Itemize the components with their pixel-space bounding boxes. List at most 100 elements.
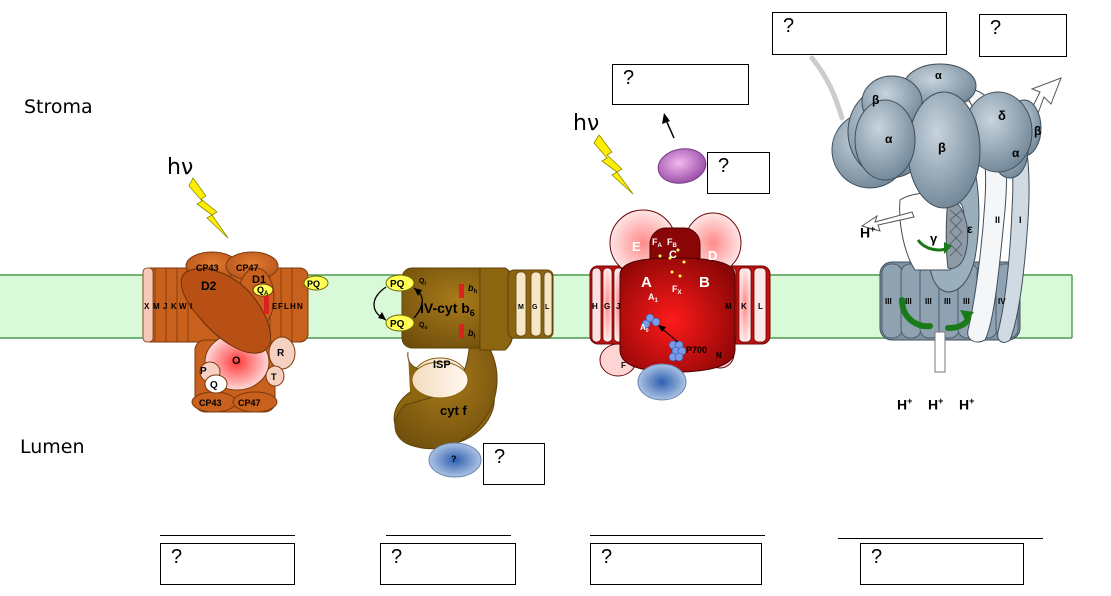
atp-alpha-right: α bbox=[1012, 146, 1020, 160]
question-box-complex-1[interactable]: ? bbox=[160, 543, 295, 585]
svg-text:I: I bbox=[190, 302, 192, 311]
psii-cp43-bottom-label: CP43 bbox=[199, 398, 222, 408]
psii-left-helix-labels: X M J K W I bbox=[144, 302, 192, 311]
atp-beta-left: β bbox=[872, 93, 879, 107]
light-label-psii: hν bbox=[167, 155, 194, 180]
svg-text:III: III bbox=[905, 297, 912, 306]
svg-text:X: X bbox=[144, 302, 150, 311]
psii-p-label: P bbox=[200, 366, 207, 377]
psi-l-label: L bbox=[758, 302, 763, 311]
psi-h-label: H bbox=[592, 302, 598, 311]
divider-line-1 bbox=[160, 535, 295, 536]
divider-line-4 bbox=[838, 538, 1043, 539]
atp-gamma: γ bbox=[930, 231, 938, 246]
proton-label-lumen-2: H+ bbox=[928, 396, 944, 413]
svg-text:IV: IV bbox=[998, 297, 1006, 306]
svg-text:E: E bbox=[272, 302, 278, 311]
psi-a1-label: A1 bbox=[648, 292, 659, 304]
divider-line-3 bbox=[590, 535, 765, 536]
psi-a0-label: A0 bbox=[640, 323, 649, 334]
psi-m-label: M bbox=[725, 302, 732, 311]
cyt-main-label: IV-cyt b6 bbox=[420, 300, 475, 318]
atp-alpha-left: α bbox=[885, 132, 893, 146]
plastocyanin-label: ? bbox=[451, 454, 457, 464]
psi-j-label: J bbox=[616, 302, 620, 311]
ferredoxin-arrow bbox=[665, 119, 675, 139]
question-box-nadp-product[interactable]: ? bbox=[612, 64, 749, 105]
psi-left-helix-band bbox=[589, 265, 626, 345]
psi-k-label: K bbox=[741, 302, 747, 311]
light-label-psi: hν bbox=[573, 111, 600, 136]
psi-d-label: D bbox=[708, 248, 717, 263]
svg-text:J: J bbox=[163, 302, 167, 311]
psii-right-helix-labels: E F L H N bbox=[272, 302, 303, 311]
question-box-product[interactable]: ? bbox=[979, 14, 1067, 57]
psii-t-label: T bbox=[271, 372, 277, 382]
svg-text:III: III bbox=[944, 297, 951, 306]
svg-text:W: W bbox=[179, 302, 187, 311]
question-box-ferredoxin[interactable]: ? bbox=[707, 152, 770, 194]
svg-text:F: F bbox=[278, 302, 283, 311]
psii-cp47-top-label: CP47 bbox=[236, 263, 259, 273]
svg-text:L: L bbox=[284, 302, 289, 311]
psi-f-label: F bbox=[621, 361, 626, 370]
question-box-substrate[interactable]: ? bbox=[772, 12, 947, 55]
cyt-qi-label: Qi bbox=[419, 278, 426, 287]
question-box-plastocyanin[interactable]: ? bbox=[483, 443, 545, 485]
psi-fb-label: FB bbox=[667, 237, 678, 249]
light-bolt-psi bbox=[593, 134, 634, 195]
cyt-bh-label: bh bbox=[468, 283, 478, 295]
psii-cp43-top-label: CP43 bbox=[196, 263, 219, 273]
proton-label-lumen-3: H+ bbox=[959, 396, 975, 413]
psii-o-label: O bbox=[232, 355, 241, 367]
cyt-pq-bottom-label: PQ bbox=[390, 319, 405, 330]
cyt-helix-band bbox=[507, 269, 554, 339]
cyt-g-label: G bbox=[532, 304, 538, 311]
atp-delta: δ bbox=[998, 108, 1006, 123]
question-box-complex-2[interactable]: ? bbox=[380, 543, 516, 585]
psii-d1-label: D1 bbox=[252, 274, 266, 286]
psii-q-label: Q bbox=[210, 380, 218, 391]
atp-alpha-top: α bbox=[935, 70, 942, 82]
svg-text:N: N bbox=[297, 302, 303, 311]
atp-c-ring-labels: III III III III III IV bbox=[885, 297, 1006, 306]
svg-text:III: III bbox=[925, 297, 932, 306]
atp-synthase-complex: α β α β δ α β γ ε II I III III III III I… bbox=[809, 55, 1062, 373]
svg-text:K: K bbox=[171, 302, 177, 311]
proton-label-f1: H+ bbox=[860, 224, 876, 241]
psi-p700-label: P700 bbox=[686, 345, 707, 355]
atp-b-subunit-i: I bbox=[1019, 215, 1022, 225]
cyt-f-label: cyt f bbox=[440, 403, 467, 418]
psii-cp47-bottom-label: CP47 bbox=[238, 398, 261, 408]
psi-fx-label: FX bbox=[672, 284, 682, 296]
atp-epsilon: ε bbox=[967, 222, 973, 236]
cyt-m-label: M bbox=[518, 304, 524, 311]
light-bolt-psii bbox=[188, 177, 229, 239]
ferredoxin-shape bbox=[657, 148, 707, 184]
psi-b-label: B bbox=[699, 274, 710, 291]
psii-d2-label: D2 bbox=[201, 279, 217, 293]
psi-n-label: N bbox=[716, 351, 722, 360]
psii-r-label: R bbox=[277, 348, 285, 359]
svg-text:III: III bbox=[963, 297, 970, 306]
svg-text:M: M bbox=[153, 302, 160, 311]
question-box-complex-3[interactable]: ? bbox=[590, 543, 762, 585]
photosystem-ii-complex: CP43 CP47 D1 D2 QA X M J K W I E F L H N… bbox=[142, 251, 329, 413]
divider-line-2 bbox=[386, 535, 511, 536]
cyt-pq-top-label: PQ bbox=[390, 279, 405, 290]
psi-g-label: G bbox=[604, 302, 610, 311]
proton-label-lumen-1: H+ bbox=[897, 396, 913, 413]
svg-text:H: H bbox=[290, 302, 296, 311]
atp-beta-right: β bbox=[1034, 124, 1041, 138]
photosystem-i-complex: E D C FA FB A B A1 A0 FX P700 H G J M K … bbox=[589, 113, 771, 401]
cytochrome-b6f-complex: PQ PQ Qi Qo bh bl IV-cyt b6 M G L ISP cy… bbox=[373, 267, 554, 478]
atp-beta-center: β bbox=[938, 140, 946, 155]
cyt-isp-label: ISP bbox=[433, 359, 451, 371]
cyt-bl-label: bl bbox=[468, 328, 476, 340]
question-box-complex-4[interactable]: ? bbox=[860, 543, 1024, 585]
svg-text:III: III bbox=[885, 297, 892, 306]
psii-pq-label: PQ bbox=[307, 279, 320, 289]
cyt-qo-label: Qo bbox=[419, 322, 428, 331]
